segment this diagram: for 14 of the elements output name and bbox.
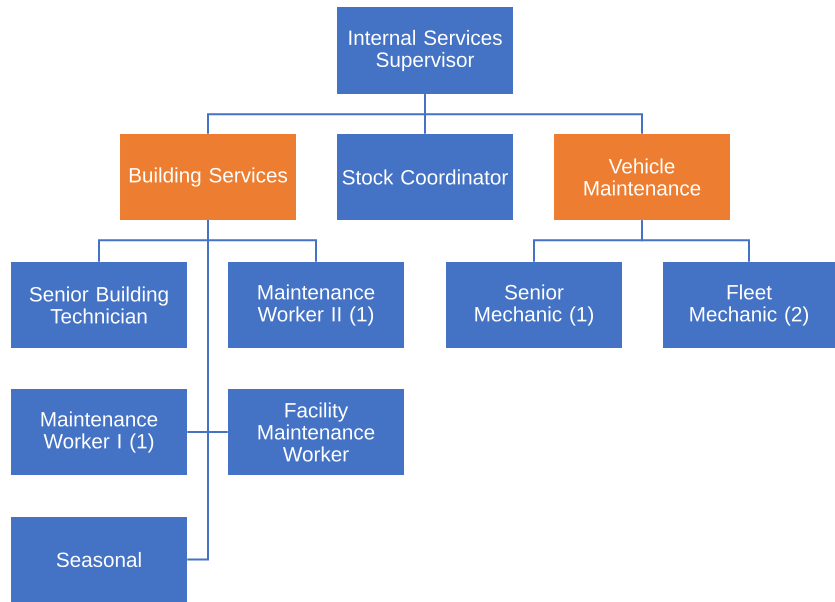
connector-line — [187, 220, 209, 560]
position-box: Maintenance Worker I (1) — [11, 389, 187, 475]
connector-line — [641, 220, 750, 262]
position-box: Stock Coordinator — [337, 134, 513, 220]
position-box: Senior Mechanic (1) — [446, 262, 622, 348]
department-box: Building Services — [120, 134, 296, 220]
position-box: Facility Maintenance Worker — [228, 389, 404, 475]
position-box: Maintenance Worker II (1) — [228, 262, 404, 348]
position-box: Senior Building Technician — [11, 262, 187, 348]
position-box: Seasonal — [11, 517, 187, 602]
connector-line — [424, 94, 643, 134]
position-box: Fleet Mechanic (2) — [663, 262, 835, 348]
department-box: Vehicle Maintenance — [554, 134, 730, 220]
position-box: Internal Services Supervisor — [337, 7, 513, 94]
